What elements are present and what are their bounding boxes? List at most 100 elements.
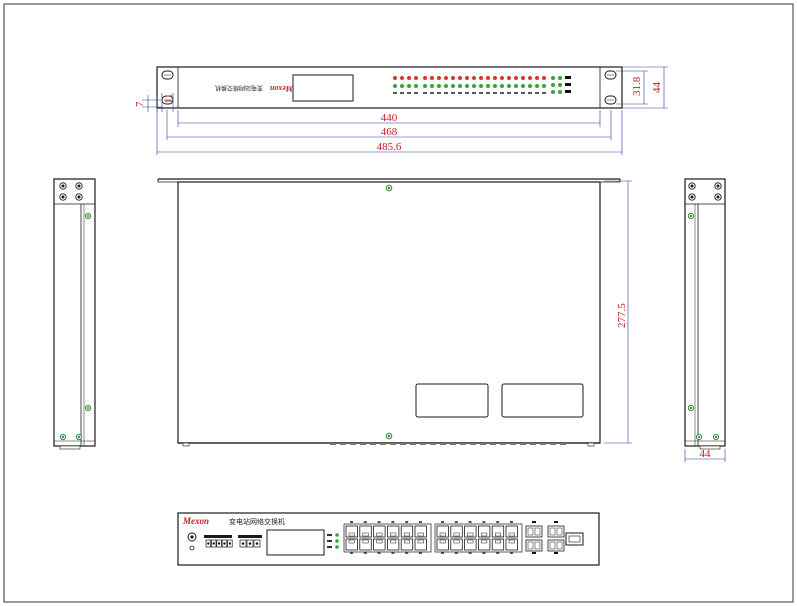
label-plate-right xyxy=(501,383,584,418)
led-port-label xyxy=(423,92,427,94)
front-top-model: 变电站网络交换机 xyxy=(215,84,263,92)
led-port-mid xyxy=(542,84,546,88)
dim-31.8-label: 31.8 xyxy=(631,76,643,96)
front-panel-brand: Mexon xyxy=(182,516,209,526)
rj45-port xyxy=(386,538,400,551)
rj45-port xyxy=(477,538,491,551)
rj45-port-label xyxy=(391,521,395,523)
plan-foot-mark xyxy=(530,443,536,445)
led-port-top xyxy=(465,76,469,80)
plan-foot-mark xyxy=(340,443,346,445)
plan-foot-mark xyxy=(330,443,336,445)
dim-485-label: 485.6 xyxy=(377,141,402,153)
led-port-top xyxy=(514,76,518,80)
plan-foot-mark xyxy=(540,443,546,445)
led-port-label xyxy=(500,92,504,94)
led-port-top xyxy=(521,76,525,80)
led-port-top xyxy=(437,76,441,80)
led-port-mid xyxy=(528,84,532,88)
led-port-top xyxy=(507,76,511,80)
status-led-group xyxy=(327,533,339,549)
led-sfp-label xyxy=(565,83,571,86)
led-port-mid xyxy=(458,84,462,88)
status-led xyxy=(335,539,339,543)
led-port-top xyxy=(472,76,476,80)
led-port-top xyxy=(451,76,455,80)
ear-hole-tl xyxy=(161,70,174,80)
front-panel-detail: Mexon 变电站网络交换机 xyxy=(177,512,600,566)
front-top-display-window xyxy=(292,74,354,102)
sfp-port xyxy=(525,525,543,538)
status-led-label xyxy=(327,546,332,548)
side-screw xyxy=(59,433,67,441)
led-port-mid xyxy=(535,84,539,88)
led-port-label xyxy=(479,92,483,94)
led-left-mid xyxy=(400,84,404,88)
dim-7-label: 7 xyxy=(134,101,146,107)
rj45-port xyxy=(477,525,491,538)
sfp-port xyxy=(547,539,565,552)
rj45-port-label xyxy=(377,521,381,523)
led-port-mid xyxy=(437,84,441,88)
plan-foot xyxy=(182,442,190,447)
terminal-label-right xyxy=(238,535,262,538)
sfp-port-grid xyxy=(525,521,565,554)
side-hole xyxy=(75,182,83,190)
led-port-label xyxy=(444,92,448,94)
led-left-top xyxy=(400,76,404,80)
rj45-port-label xyxy=(510,521,513,523)
led-port-top xyxy=(430,76,434,80)
led-sfp xyxy=(558,76,562,80)
led-left-top xyxy=(414,76,418,80)
rj45-port-label xyxy=(482,521,486,523)
led-left-mid xyxy=(414,84,418,88)
side-screw xyxy=(84,212,92,220)
led-left-label xyxy=(393,92,397,94)
led-left-top xyxy=(393,76,397,80)
led-port-label xyxy=(465,92,469,94)
side-screw xyxy=(712,433,720,441)
led-sfp-label xyxy=(565,76,571,79)
rj45-port xyxy=(436,525,449,538)
led-port-label xyxy=(430,92,434,94)
led-port-label xyxy=(521,92,525,94)
plan-foot-mark xyxy=(510,443,516,445)
side-hole xyxy=(688,193,696,201)
dim-side-44-label: 44 xyxy=(700,448,712,460)
led-port-mid xyxy=(430,84,434,88)
led-port-top xyxy=(423,76,427,80)
front-view-top: Mexon 变电站网络交换机 xyxy=(156,66,623,109)
led-sfp-label xyxy=(565,90,571,93)
rj45-port xyxy=(414,538,427,551)
plan-foot-mark xyxy=(360,443,366,445)
led-port-label xyxy=(493,92,497,94)
plan-foot xyxy=(587,442,595,447)
rj45-port xyxy=(386,525,400,538)
led-left-mid xyxy=(393,84,397,88)
led-port-top xyxy=(479,76,483,80)
side-hole xyxy=(714,182,722,190)
rj45-port-label xyxy=(468,521,472,523)
side-screw xyxy=(75,433,83,441)
led-port-mid xyxy=(507,84,511,88)
rj45-port-label xyxy=(454,521,458,523)
led-left-label xyxy=(407,92,411,94)
plan-foot-mark xyxy=(400,443,406,445)
rj45-port-label xyxy=(377,552,381,554)
rj45-block-frame xyxy=(343,523,432,553)
power-terminal-block xyxy=(205,539,261,548)
plan-foot-mark xyxy=(430,443,436,445)
led-left-mid xyxy=(407,84,411,88)
side-screw xyxy=(687,404,695,412)
rj45-port xyxy=(491,525,505,538)
right-side-view: 44 xyxy=(684,178,726,462)
plan-foot-mark xyxy=(550,443,556,445)
side-hole xyxy=(75,193,83,201)
rj45-port-label xyxy=(363,552,367,554)
rj45-port xyxy=(400,538,414,551)
plan-foot-mark xyxy=(480,443,486,445)
led-port-top xyxy=(542,76,546,80)
plan-foot-mark xyxy=(380,443,386,445)
sfp-label xyxy=(554,552,558,554)
sfp-port xyxy=(547,525,565,538)
